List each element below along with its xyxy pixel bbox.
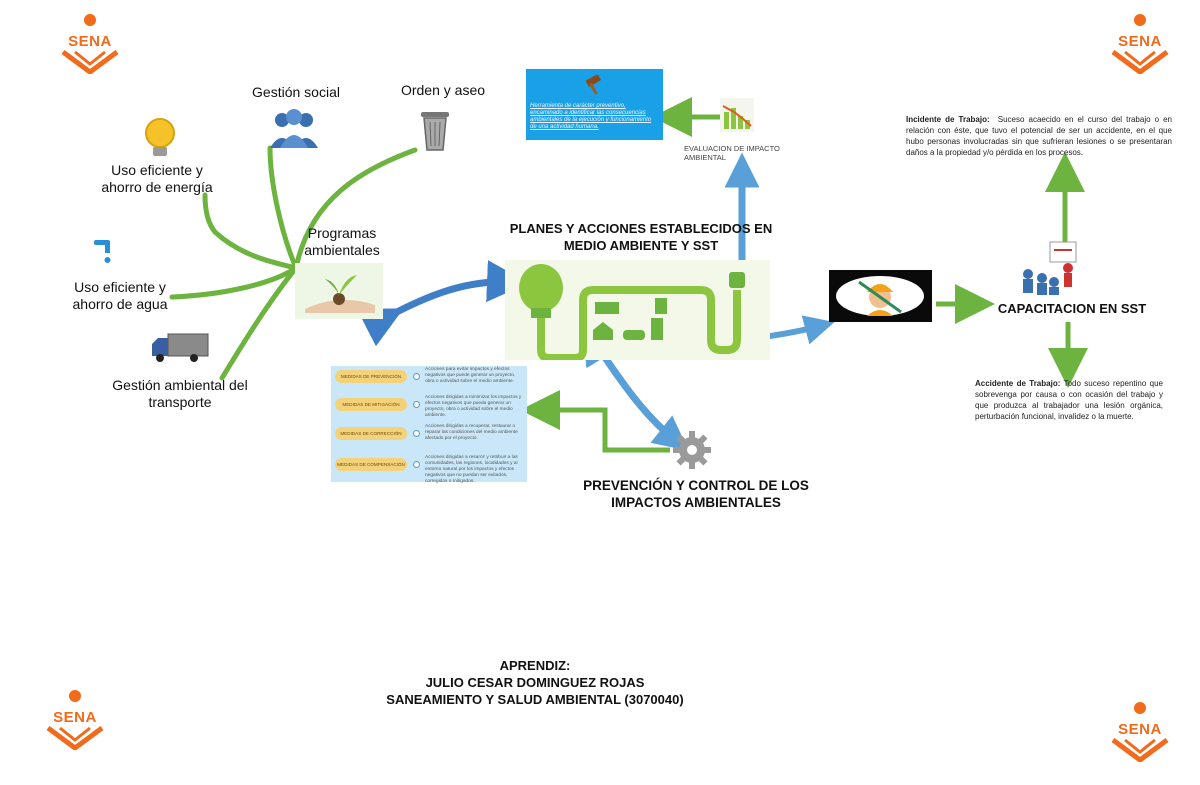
users-icon [270,109,318,148]
measure-name: MEDIDAS DE CORRECCIÓN [335,427,407,440]
gear-icon [673,431,711,469]
measure-row: MEDIDAS DE PREVENCIÓN Acciones para evit… [331,366,527,390]
lightbulb-icon [145,118,175,156]
incidente-text: Suceso acaecido en el curso del trabajo … [906,115,1172,157]
measure-name: MEDIDAS DE MITIGACIÓN [335,398,407,411]
measure-row: MEDIDAS DE CORRECCIÓN Acciones dirigidas… [331,423,527,447]
sst-title: CAPACITACION EN SST [997,301,1147,316]
sena-logo-top-left: SENA [55,12,125,74]
measure-text: Acciones dirigidas a resarcir y retribui… [425,455,518,484]
label-transporte: Gestión ambiental del transporte [112,377,248,410]
connector-dot [413,373,420,380]
connector-dot [413,430,420,437]
accidente-text: Todo suceso repentino que sobrevenga por… [975,379,1163,421]
author-program: SANEAMIENTO Y SALUD AMBIENTAL (3070040) [386,692,684,707]
prevention-title: PREVENCIÓN Y CONTROL DE LOS IMPACTOS AMB… [583,478,809,510]
plant-in-hand-icon [295,263,383,319]
incidente-note: Incidente de Trabajo: Suceso acaecido en… [906,114,1172,158]
trash-can-icon [421,112,449,151]
connector-dot [413,461,420,468]
training-presentation-icon [1023,241,1077,295]
author-block: APRENDIZ: JULIO CESAR DOMINGUEZ ROJAS SA… [340,657,730,708]
measure-text: Acciones dirigidas a recuperar, restaura… [425,424,518,441]
chart-icon [720,98,754,132]
arrow-gear-measures [520,390,670,453]
measure-name: MEDIDAS DE PREVENCIÓN [335,370,407,383]
arrow-programas-center [356,260,529,347]
incidente-term: Incidente de Trabajo: [906,115,990,124]
measure-text: Acciones dirigidas a minimizar los impac… [425,395,522,418]
sena-logo-top-right: SENA [1105,12,1175,74]
evaluation-card: Herramienta de carácter preventivo, enca… [526,69,663,140]
measure-row: MEDIDAS DE MITIGACIÓN Acciones dirigidas… [331,394,527,418]
energy-city-illustration [505,260,770,360]
arrow-center-gear [597,348,689,451]
water-tap-icon [94,240,111,263]
measure-name: MEDIDAS DE COMPENSACIÓN [335,458,407,471]
truck-icon [152,333,209,362]
sena-logo-bottom-left: SENA [40,688,110,750]
label-energia: Uso eficiente y ahorro de energía [101,162,213,195]
accidente-term: Accidente de Trabajo: [975,379,1061,388]
sena-logo-bottom-right: SENA [1105,700,1175,762]
mindmap-branches [169,145,418,381]
author-role: APRENDIZ: [499,658,571,673]
safety-worker-icon [829,270,932,322]
gavel-icon [585,75,601,95]
evaluation-card-text: Herramienta de carácter preventivo, enca… [530,103,652,130]
label-evaluacion: EVALUACION DE IMPACTO AMBIENTAL [684,144,780,162]
label-orden-aseo: Orden y aseo [400,82,486,98]
center-title: PLANES Y ACCIONES ESTABLECIDOS EN MEDIO … [509,221,773,253]
label-gestion-social: Gestión social [252,84,340,100]
connector-dot [413,401,420,408]
author-name: JULIO CESAR DOMINGUEZ ROJAS [425,675,645,690]
measure-row: MEDIDAS DE COMPENSACIÓN Acciones dirigid… [331,454,527,484]
measures-panel: MEDIDAS DE PREVENCIÓN Acciones para evit… [331,366,527,484]
label-programas-ambientales: Programas ambientales [304,225,380,258]
label-agua: Uso eficiente y ahorro de agua [72,279,168,312]
accidente-note: Accidente de Trabajo: Todo suceso repent… [975,378,1163,422]
measure-text: Acciones para evitar impactos y efectos … [425,367,516,384]
